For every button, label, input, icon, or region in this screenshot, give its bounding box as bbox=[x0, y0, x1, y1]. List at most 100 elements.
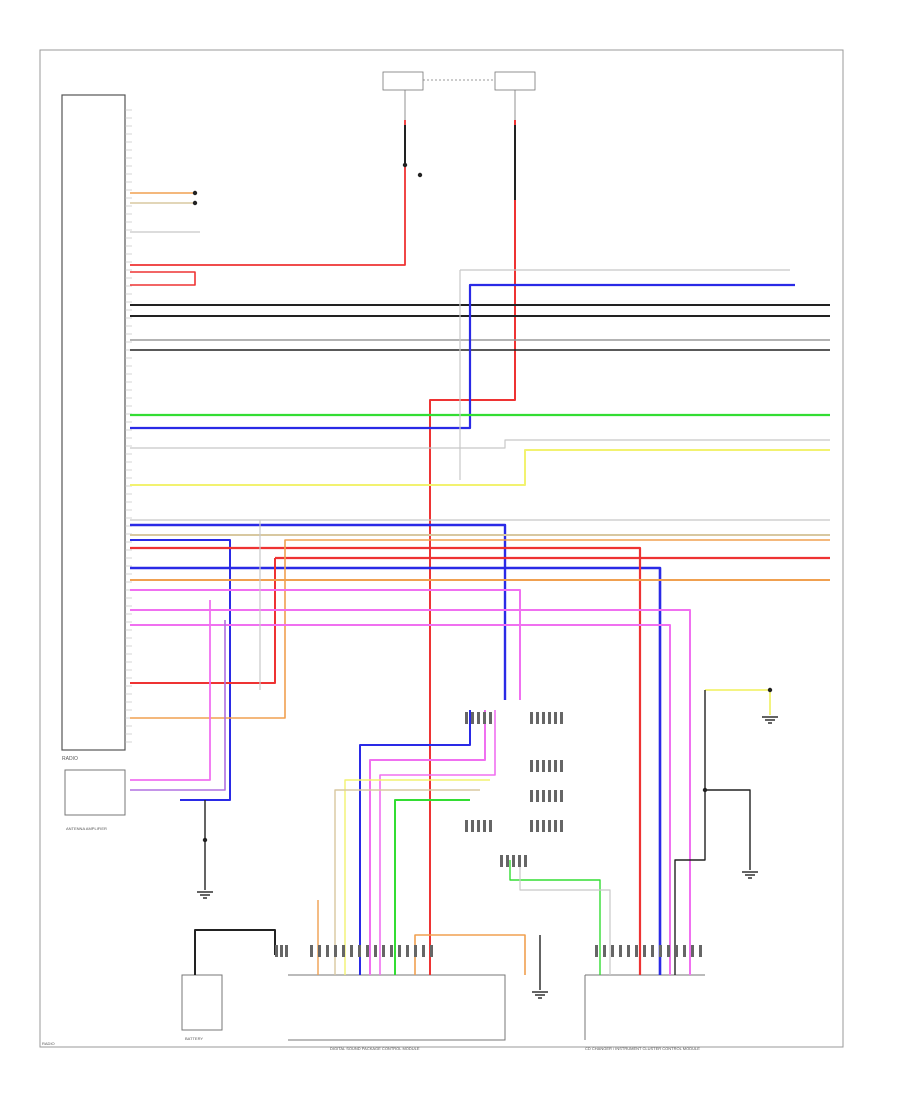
connector-pin bbox=[560, 820, 563, 832]
connector-pin bbox=[390, 945, 393, 957]
connector-pin bbox=[536, 712, 539, 724]
connector-pin bbox=[500, 855, 503, 867]
connector-pin bbox=[280, 945, 283, 957]
connector-pin bbox=[530, 790, 533, 802]
connector-pin bbox=[414, 945, 417, 957]
connector-pin bbox=[477, 712, 480, 724]
wire-red-low bbox=[130, 558, 276, 684]
connector-pin bbox=[548, 820, 551, 832]
wires bbox=[125, 109, 830, 990]
wire-violet-1 bbox=[130, 620, 226, 791]
grounds bbox=[192, 162, 778, 999]
wire-red-top-2 bbox=[130, 271, 196, 286]
connector-pin bbox=[554, 760, 557, 772]
connector-pin bbox=[651, 945, 654, 957]
connector-pin bbox=[489, 820, 492, 832]
connector-pin bbox=[366, 945, 369, 957]
connector-pin bbox=[489, 712, 492, 724]
connector-pin bbox=[398, 945, 401, 957]
connector-pin bbox=[595, 945, 598, 957]
connector-pin bbox=[483, 820, 486, 832]
bottom-right-module-label: CD CHANGER / INSTRUMENT CLUSTER CONTROL … bbox=[585, 1046, 700, 1051]
connector-pin bbox=[560, 790, 563, 802]
wire-grey-right bbox=[519, 860, 611, 975]
connector-pin bbox=[548, 760, 551, 772]
wire-red-main bbox=[130, 546, 642, 975]
diagram-frame bbox=[39, 49, 844, 1048]
connector-pin bbox=[471, 712, 474, 724]
connector-pin bbox=[524, 855, 527, 867]
connector-pin bbox=[554, 820, 557, 832]
wire-tan-bottom bbox=[334, 789, 480, 975]
wire-blue-lower-3 bbox=[130, 566, 662, 975]
junction-dot bbox=[402, 162, 408, 168]
fuse-region bbox=[382, 71, 536, 120]
connector-pin bbox=[536, 820, 539, 832]
wire-blue-bottom bbox=[359, 710, 471, 975]
connector-pin bbox=[603, 945, 606, 957]
connector-pin bbox=[350, 945, 353, 957]
connector-pin bbox=[659, 945, 662, 957]
wire-magenta-left bbox=[130, 600, 211, 781]
connector-pin bbox=[326, 945, 329, 957]
connector-pin bbox=[422, 945, 425, 957]
connector-pin bbox=[406, 945, 409, 957]
connector-pin bbox=[318, 945, 321, 957]
wire-grey-4 bbox=[130, 439, 830, 449]
radio-module-box bbox=[61, 94, 126, 751]
connector-pin bbox=[518, 855, 521, 867]
connector-pin bbox=[683, 945, 686, 957]
antenna-amplifier-label: ANTENNA AMPLIFIER bbox=[66, 826, 107, 831]
wire-black-batt bbox=[194, 929, 276, 975]
connector-pin bbox=[554, 790, 557, 802]
wire-magenta-bottom bbox=[369, 710, 486, 975]
junction-dot bbox=[767, 687, 773, 693]
junction-dot bbox=[202, 837, 208, 843]
connector-pin bbox=[691, 945, 694, 957]
connector-pin bbox=[643, 945, 646, 957]
connector-pin bbox=[530, 760, 533, 772]
junction-dot bbox=[192, 190, 198, 196]
connector-pin bbox=[310, 945, 313, 957]
connector-pin bbox=[465, 820, 468, 832]
connector-pin bbox=[542, 760, 545, 772]
connector-pin bbox=[699, 945, 702, 957]
wire-red-fuse-2 bbox=[429, 120, 516, 975]
connector-pin bbox=[548, 712, 551, 724]
connector-pin bbox=[465, 712, 468, 724]
connector-pin bbox=[675, 945, 678, 957]
wire-blue-lower-1 bbox=[130, 523, 507, 700]
connector-pin bbox=[611, 945, 614, 957]
connector-pin bbox=[542, 712, 545, 724]
wire-blue-upper bbox=[130, 283, 795, 430]
connector-pin bbox=[477, 820, 480, 832]
wire-yellow-bottom bbox=[344, 779, 490, 975]
connector-pin bbox=[627, 945, 630, 957]
connector-pin bbox=[506, 855, 509, 867]
wire-green-right bbox=[509, 860, 601, 975]
connector-pin bbox=[358, 945, 361, 957]
wire-yellow-main bbox=[130, 449, 830, 486]
wire-red-top-1 bbox=[130, 120, 406, 266]
connector-pin bbox=[542, 820, 545, 832]
connector-pin bbox=[342, 945, 345, 957]
connector-pin bbox=[536, 760, 539, 772]
bottom-center-module-label: DIGITAL SOUND PACKAGE CONTROL MODULE bbox=[330, 1046, 420, 1051]
wire-magenta-3 bbox=[130, 624, 671, 975]
wire-green-bottom bbox=[394, 799, 470, 975]
junction-dot bbox=[702, 787, 708, 793]
junction-dot bbox=[417, 172, 423, 178]
connector-pin bbox=[430, 945, 433, 957]
connector-pin bbox=[536, 790, 539, 802]
wire-orange-low bbox=[130, 539, 830, 719]
wire-pink-bottom bbox=[379, 710, 496, 975]
bottom-right-module-outline bbox=[584, 974, 705, 1040]
connector-pin bbox=[471, 820, 474, 832]
antenna-amplifier-box bbox=[64, 769, 126, 816]
connector-pin bbox=[635, 945, 638, 957]
bottom-center-module-outline bbox=[288, 974, 506, 1041]
junction-dot bbox=[192, 200, 198, 206]
radio-module-label: RADIO bbox=[62, 756, 78, 762]
connector-pin bbox=[542, 790, 545, 802]
